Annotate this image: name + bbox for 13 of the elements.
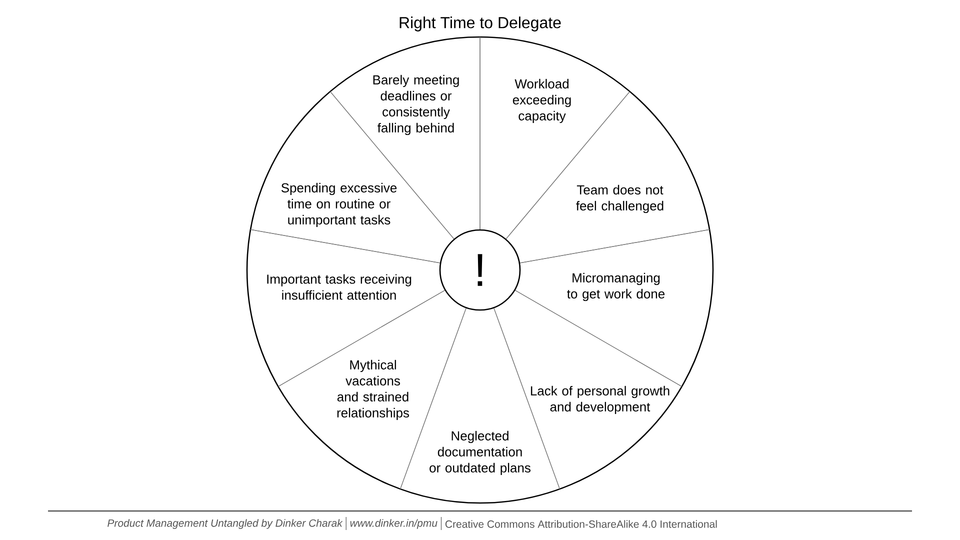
sector-label: Barely meeting deadlines or consistently falling behind (373, 74, 459, 136)
sector-label: Team does not feel challenged (576, 184, 664, 214)
sector-label: Workload exceeding capacity (512, 78, 571, 124)
footer-text: Product Management Untangled by Dinker Charak (108, 519, 343, 529)
sector-label: Micromanaging to get work done (567, 272, 665, 302)
sector-label: Spending excessive time on routine or unimportant tasks (281, 182, 397, 228)
sector-label: Neglected documentation or outdated plans (430, 430, 530, 476)
footer-text: www.dinker.in/pmu (350, 519, 438, 529)
sector-label: Important tasks receiving insufficient attention (267, 274, 412, 300)
footer-text: Creative Commons Attribution-ShareAlike 4.0 International (445, 520, 717, 528)
title: Right Time to Delegate (400, 16, 561, 32)
sector-label: Mythical vacations and strained relationships (337, 360, 410, 420)
sector-label: Lack of personal growth and development (530, 386, 670, 414)
